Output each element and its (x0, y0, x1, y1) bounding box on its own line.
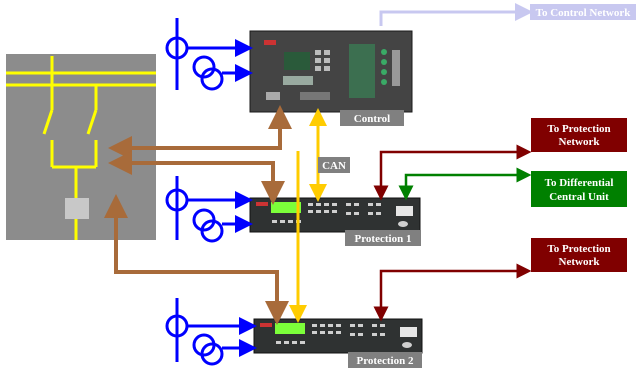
instrument-transformer-control (165, 18, 253, 91)
current-transformer-block (65, 198, 89, 219)
protection-network-bottom-line-1: To Protection (547, 243, 610, 255)
control-network-label: To Control Network (530, 4, 636, 20)
protection-2-label-text: Protection 2 (357, 355, 414, 367)
control-label-text: Control (354, 113, 390, 125)
control-label: Control (340, 110, 404, 126)
differential-unit-box: To Differential Central Unit (531, 171, 627, 207)
differential-link (398, 167, 532, 201)
protection-network-top-line-1: To Protection (547, 123, 610, 135)
protection-network-link-1 (373, 144, 532, 201)
protection-1-device (249, 197, 421, 233)
control-network-link (379, 3, 533, 26)
differential-line-2: Central Unit (549, 191, 609, 203)
can-bus (289, 108, 327, 323)
control-device (249, 30, 413, 113)
instrument-transformer-protection-2 (165, 298, 257, 366)
differential-line-1: To Differential (545, 177, 614, 189)
protection-network-top-line-2: Network (559, 136, 601, 148)
control-network-label-text: To Control Network (536, 7, 632, 19)
control-links (104, 105, 292, 325)
instrument-transformer-protection-1 (165, 176, 253, 243)
protection-1-label-text: Protection 1 (355, 233, 412, 245)
can-label: CAN (318, 157, 350, 173)
protection-2-device (253, 318, 423, 354)
protection-network-link-2 (373, 263, 532, 322)
protection-2-label: Protection 2 (348, 352, 422, 368)
can-label-text: CAN (322, 160, 346, 172)
protection-network-bottom-line-2: Network (559, 256, 601, 268)
protection-1-label: Protection 1 (345, 230, 421, 246)
protection-network-box-top: To Protection Network (531, 118, 627, 152)
protection-network-box-bottom: To Protection Network (531, 238, 627, 272)
